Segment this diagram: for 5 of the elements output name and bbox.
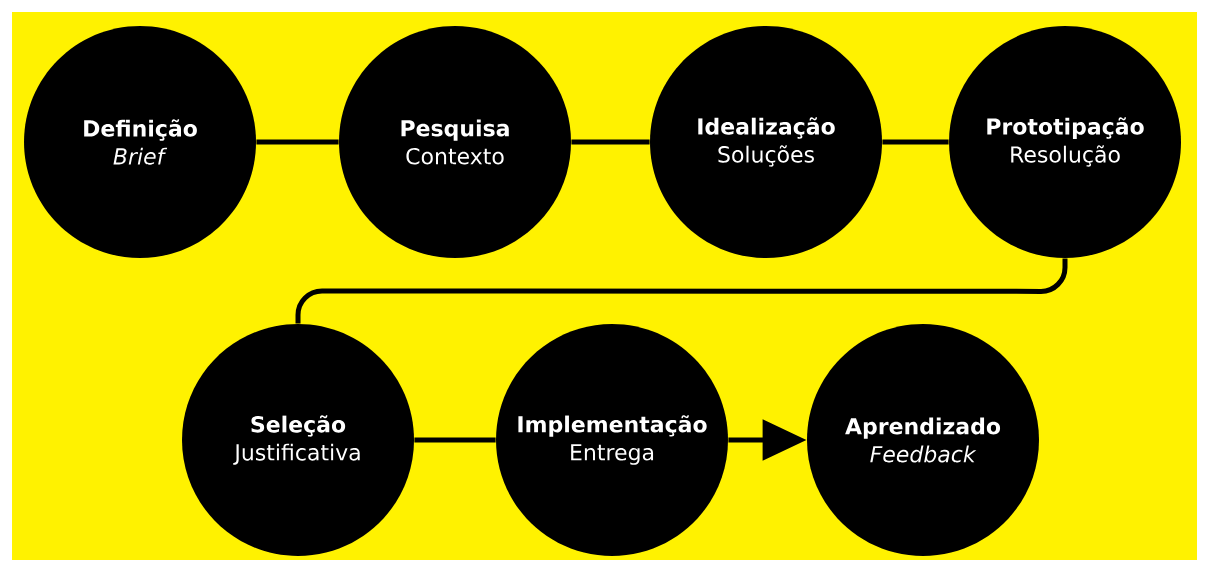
connector-line <box>414 437 496 443</box>
connector-line <box>571 139 650 145</box>
connector-line <box>882 139 949 145</box>
connector-line <box>256 139 339 145</box>
connector-line <box>295 258 1068 324</box>
